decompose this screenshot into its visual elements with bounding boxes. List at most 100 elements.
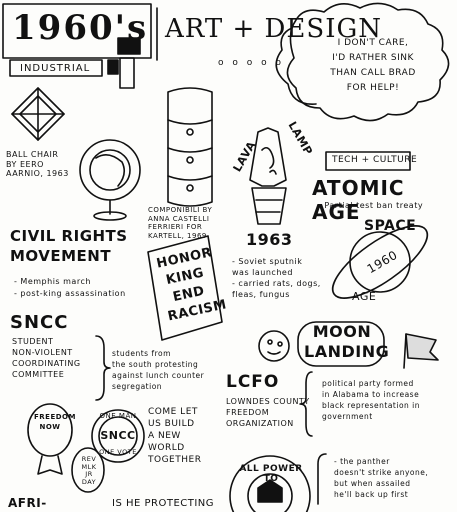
note-line: - carried rats, dogs, <box>232 279 321 288</box>
all-power-text: ALL POWER TO <box>239 464 303 484</box>
tech-box <box>325 151 411 171</box>
planet-ring <box>331 225 429 299</box>
industrial-label: INDUSTRIAL <box>20 63 91 74</box>
freedom-button <box>27 403 73 457</box>
note-line: fleas, fungus <box>232 290 290 299</box>
atomic-age-title: ATOMIC AGE <box>312 176 405 224</box>
componibili <box>167 87 213 207</box>
atomic-age-note: - Partial test ban treaty <box>318 201 424 210</box>
moon <box>258 330 290 362</box>
name-line: LOWNDES COUNTY <box>226 397 310 406</box>
desc-line: against lunch counter <box>112 371 205 380</box>
cloud-line: I'D RATHER SINK <box>332 53 414 63</box>
note-line: doesn't strike anyone, <box>334 468 429 477</box>
cloud-line: I DON'T CARE, <box>337 38 409 48</box>
lcfo-full-name: LOWNDES COUNTY FREEDOM ORGANIZATION <box>226 396 310 429</box>
age-label: AGE <box>352 290 377 303</box>
cloud-line: THAN CALL BRAD <box>330 68 416 78</box>
desc-line: black representation in <box>322 401 421 410</box>
name-line: COORDINATING <box>12 359 81 368</box>
note-line: but when assailed <box>334 479 411 488</box>
lcfo-description: political party formed in Alabama to inc… <box>322 378 420 422</box>
civil-rights-title: CIVIL RIGHTS MOVEMENT <box>10 226 128 266</box>
badge-top-text: ONE MAN <box>99 412 137 420</box>
ball-chair-caption: BALL CHAIR BY EERO AARNIO, 1963 <box>6 150 69 179</box>
sncc-badge <box>91 409 145 463</box>
caption-line: BALL CHAIR <box>6 150 59 159</box>
footer-left-text: AFRI- <box>8 496 47 510</box>
tech-culture-label: TECH + CULTURE <box>332 155 418 165</box>
desc-line: the south protesting <box>112 360 199 369</box>
lcfo-bracket <box>299 371 313 437</box>
footer-right-text: IS HE PROTECTING <box>112 498 215 509</box>
moon-landing-line: MOON <box>312 322 372 341</box>
flag <box>405 333 439 361</box>
mlk-pin <box>71 447 105 493</box>
caption-line: FERRIERI FOR <box>148 223 203 231</box>
pin-line: JR <box>85 470 93 478</box>
title-box <box>2 3 152 59</box>
slogan-line: A NEW <box>148 431 181 441</box>
cloud-shape <box>286 2 450 122</box>
slogan-line: TOGETHER <box>148 455 202 465</box>
moon-landing-line: LANDING <box>304 342 390 361</box>
name-line: ORGANIZATION <box>226 419 294 428</box>
subtitle-dots: o o o o o <box>218 58 284 68</box>
pin-line: DAY <box>81 477 97 486</box>
name-line: NON-VIOLENT <box>12 348 73 357</box>
desc-line: students from <box>112 349 171 358</box>
note-line: - Soviet sputnik <box>232 257 303 266</box>
caption-line: AARNIO, 1963 <box>6 169 69 178</box>
note-line: he'll back up first <box>334 490 409 499</box>
civil-rights-notes: - Memphis march - post-king assassinatio… <box>14 276 126 300</box>
sputnik-notes: - Soviet sputnik was launched - carried … <box>232 256 321 300</box>
pin-line: REV <box>81 455 97 463</box>
page-subtitle: ART + DESIGN <box>165 14 382 44</box>
title-shade-block <box>117 37 141 55</box>
planet <box>349 231 411 293</box>
note-line: was launched <box>232 268 293 277</box>
caption-line: BY EERO <box>6 159 44 169</box>
title-block-right <box>119 57 135 89</box>
title-shade-block-2 <box>107 59 119 75</box>
note-line: - Memphis march <box>14 277 91 286</box>
cloud-line: FOR HELP! <box>346 83 400 93</box>
space-label: SPACE <box>364 218 417 234</box>
industrial-box <box>9 59 103 77</box>
title-line: MOVEMENT <box>10 247 112 265</box>
slogan-line: WORLD <box>148 443 185 453</box>
cloud-quote: I DON'T CARE, I'D RATHER SINK THAN CALL … <box>318 36 428 96</box>
caption-line: ANNA CASTELLI <box>148 214 210 223</box>
badge-bottom-text: ONE VOTE <box>99 448 137 456</box>
slogan-line: COME LET <box>148 407 198 417</box>
lava-year: 1963 <box>246 230 293 249</box>
badge-middle-text: SNCC <box>100 429 136 442</box>
caption-line: COMPONIBILI BY <box>148 206 213 214</box>
button-line: FREEDOM <box>34 413 76 421</box>
sncc-full-name: STUDENT NON-VIOLENT COORDINATING COMMITT… <box>12 336 81 380</box>
sncc-title: SNCC <box>10 312 69 333</box>
pin-line: MLK <box>81 462 97 471</box>
caption-line: KARTELL, 1969 <box>148 231 207 240</box>
ball-chair <box>79 139 141 201</box>
name-line: COMMITTEE <box>12 370 65 379</box>
flag-pole <box>403 333 407 369</box>
name-line: STUDENT <box>12 337 54 346</box>
desc-line: in Alabama to increase <box>322 390 420 399</box>
note-line: - the panther <box>334 457 390 466</box>
slogan-line: US BUILD <box>148 419 195 429</box>
sncc-description: students from the south protesting again… <box>112 348 204 392</box>
lcfo-title: LCFO <box>226 372 280 392</box>
mlk-pin-text: REV MLK JR DAY <box>78 455 100 486</box>
page-title: 1960's <box>12 8 149 48</box>
note-line: - post-king assassination <box>14 289 126 298</box>
desc-line: political party formed <box>322 379 414 388</box>
all-power-circle <box>229 455 311 512</box>
lava-lamp <box>249 127 287 187</box>
button-line: NOW <box>39 423 61 431</box>
title-line: CIVIL RIGHTS <box>10 227 128 245</box>
cloud-outline-2 <box>275 27 317 105</box>
sncc-bracket <box>95 335 111 401</box>
componibili-caption: COMPONIBILI BY ANNA CASTELLI FERRIERI FO… <box>148 206 212 240</box>
